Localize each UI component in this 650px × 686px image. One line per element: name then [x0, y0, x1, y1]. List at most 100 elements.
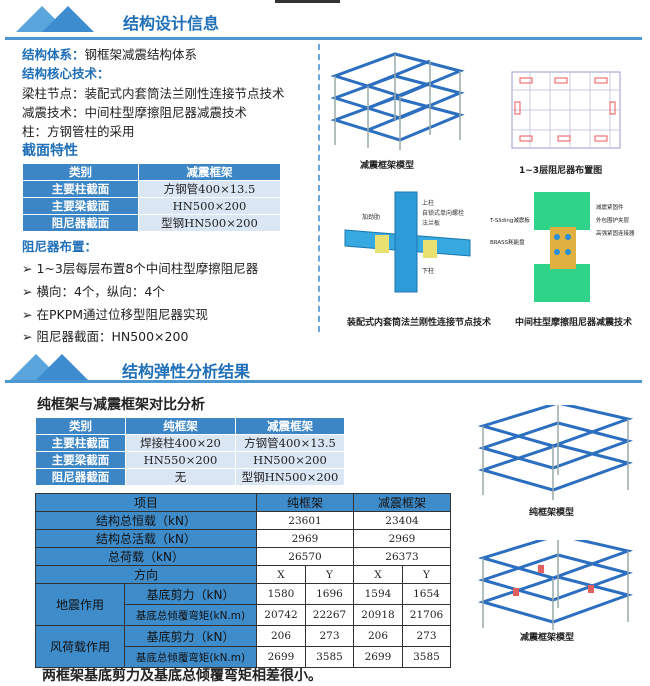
cell: 26570 [256, 547, 354, 566]
cell: 基底总倾覆弯矩(kN.m) [124, 604, 257, 626]
cell: 23601 [256, 511, 354, 530]
logo-triangle-icon [36, 354, 88, 380]
table-row: 主要柱截面方钢管400×13.5 [22, 180, 281, 198]
table-header: 减震框架 [138, 163, 281, 181]
cell: 22267 [305, 604, 354, 626]
cell: 阻尼器截面 [22, 214, 139, 232]
cell: 风荷载作用 [35, 625, 125, 668]
cell: 结构总恒载（kN） [35, 511, 257, 530]
system-value: 钢框架减震结构体系 [84, 47, 198, 62]
caption: 装配式内套筒法兰刚性连接节点技术 [347, 318, 492, 328]
damper-part-label: 外包围护夹层 [596, 218, 630, 224]
cell: 方钢管400×13.5 [138, 180, 281, 198]
cell: 1654 [402, 583, 451, 605]
damper-item: 横向：4个，纵向：4个 [36, 284, 165, 299]
pure-frame-model-image [478, 405, 633, 500]
cell: Y [305, 565, 354, 584]
cell: 型钢HN500×200 [235, 468, 345, 486]
cell: 焊接柱400×20 [125, 434, 236, 452]
damper-part-label: BRASS耗能盘 [490, 240, 525, 246]
caption: 减震框架模型 [520, 633, 575, 643]
cell: 3585 [402, 646, 451, 668]
cell: 主要柱截面 [22, 180, 139, 198]
cell: 基底剪力（kN） [124, 625, 257, 647]
dashed-divider [318, 44, 320, 332]
cell: HN500×200 [235, 451, 345, 469]
damper-item: 阻尼器截面：HN500×200 [36, 329, 189, 344]
table-header: 减震框架 [353, 493, 451, 512]
section-title: 结构弹性分析结果 [122, 362, 251, 381]
divider [5, 380, 642, 383]
divider [5, 37, 642, 40]
cell: 方钢管400×13.5 [235, 434, 345, 452]
damper-part-label: T-Sliding減震板 [490, 218, 530, 224]
conclusion-text: 两框架基底剪力及基底总倾覆弯矩相差很小。 [42, 668, 322, 684]
caption: 纯框架模型 [529, 508, 575, 518]
cell: 型钢HN500×200 [138, 214, 281, 232]
cell: 3585 [305, 646, 354, 668]
core-item: 柱：方钢管柱的采用 [22, 124, 135, 139]
node-label: 下柱 [422, 268, 435, 275]
damper-label: 阻尼器布置： [22, 239, 98, 254]
section-properties-label: 截面特性 [22, 143, 78, 159]
caption: 中间柱型摩擦阻尼器减震技术 [515, 318, 633, 328]
table-header: 类别 [22, 163, 139, 181]
damper-part-label: 高强紧固连接器 [596, 231, 635, 237]
cell: 2969 [256, 529, 354, 548]
damper-item: 1~3层每层布置8个中间柱型摩擦阻尼器 [36, 261, 259, 276]
cell: 2699 [353, 646, 403, 668]
cell: 主要柱截面 [35, 434, 126, 452]
cell: 结构总活载（kN） [35, 529, 257, 548]
cell: 无 [125, 468, 236, 486]
cell: 2969 [353, 529, 451, 548]
cell: 主要梁截面 [22, 197, 139, 215]
damper-layout-plan-image [511, 71, 621, 149]
cell: 基底剪力（kN） [124, 583, 257, 605]
cell: 26373 [353, 547, 451, 566]
flange-joint-image [344, 191, 471, 293]
system-label: 结构体系： [22, 47, 85, 62]
table-header: 减震框架 [235, 417, 345, 435]
top-bar [275, 0, 340, 3]
damped-frame-model-image [330, 52, 465, 150]
core-item: 梁柱节点：装配式内套筒法兰刚性连接节点技术 [22, 86, 285, 101]
core-item: 减震技术：中间柱型摩擦阻尼器减震技术 [22, 105, 248, 120]
node-label: 法兰板 [422, 220, 441, 227]
table-header: 类别 [35, 417, 126, 435]
table-row: 阻尼器截面型钢HN500×200 [22, 214, 281, 232]
cell: 阻尼器截面 [35, 468, 126, 486]
core-label: 结构核心技术： [22, 66, 110, 81]
cell: 地震作用 [35, 583, 125, 626]
cell: 主要梁截面 [35, 451, 126, 469]
table-header: 纯框架 [256, 493, 354, 512]
logo-triangle-icon [42, 6, 94, 32]
cell: 273 [402, 625, 451, 647]
cell: 23404 [353, 511, 451, 530]
cell: 273 [305, 625, 354, 647]
cell: X [353, 565, 403, 584]
node-label: 加劲肋 [362, 214, 381, 221]
cell: 20742 [256, 604, 306, 626]
comparison-subtitle: 纯框架与减震框架对比分析 [37, 397, 205, 413]
cell: Y [402, 565, 451, 584]
cell: 206 [353, 625, 403, 647]
cell: 1696 [305, 583, 354, 605]
cell: 1580 [256, 583, 306, 605]
cell: 总荷载（kN） [35, 547, 257, 566]
damper-item: 在PKPM通过位移型阻尼器实现 [36, 307, 209, 322]
cell: X [256, 565, 306, 584]
cell: 20918 [353, 604, 403, 626]
node-label: 上柱 [422, 200, 435, 207]
damped-frame-model-image [478, 540, 633, 630]
cell: HN550×200 [125, 451, 236, 469]
